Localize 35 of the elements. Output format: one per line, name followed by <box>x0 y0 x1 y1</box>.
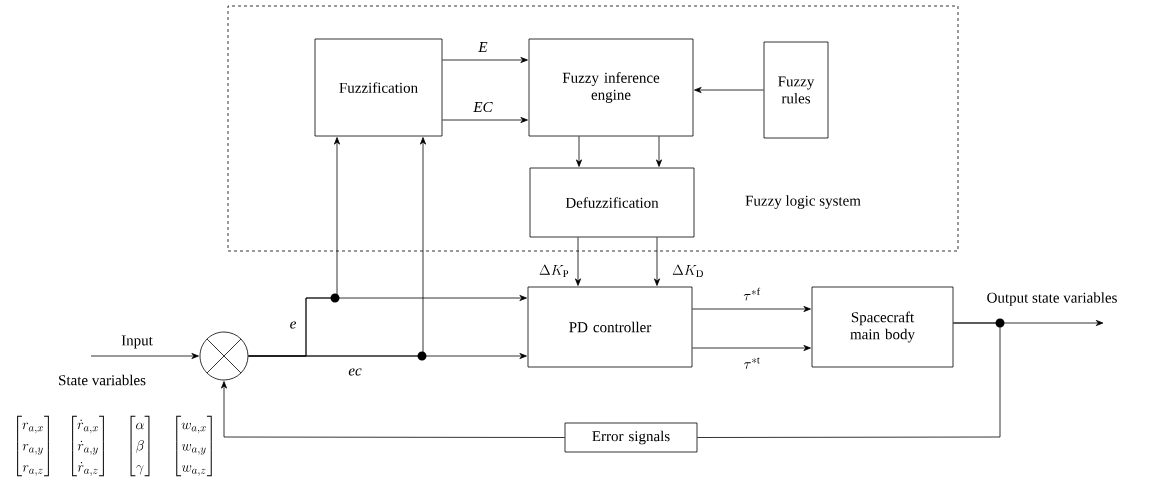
process-box: Fuzzification <box>314 38 443 137</box>
edge-label: Output state variables <box>985 291 1119 307</box>
process-box: Error signals <box>564 422 698 453</box>
edge-label: $\tau^{*\mathrm{f}}$ <box>742 286 762 302</box>
edge-label: Input <box>120 334 154 350</box>
edge-label: e <box>288 320 298 330</box>
process-box: Defuzzification <box>529 167 695 238</box>
arrow <box>248 353 527 359</box>
arrow <box>656 136 662 167</box>
arrow <box>694 87 764 93</box>
state-vector: $\begin{bmatrix} \dot{r}_{a,x}\\ \dot{r}_{a,y}\\ \dot{r}_{a,z}\end{bmatrix}$ <box>72 415 104 477</box>
process-box: Fuzzy rules <box>763 41 829 139</box>
text-label: State variables <box>59 374 146 386</box>
edge-label: $\Delta K_{\mathrm{D}}$ <box>671 264 705 278</box>
edge-label: $\tau^{*\mathrm{t}}$ <box>742 356 762 370</box>
edge-label: EC <box>472 100 494 114</box>
arrow <box>692 306 811 312</box>
summing-junction <box>199 331 249 381</box>
state-vector: $\begin{bmatrix} w_{a,x}\\ w_{a,y}\\ w_{a,z}\end{bmatrix}$ <box>176 415 212 477</box>
edge-label: E <box>477 41 489 53</box>
arrow <box>221 381 565 438</box>
state-vector: $\begin{bmatrix} \alpha\\ \beta\\ \gamma\end{bmatrix}$ <box>130 415 150 477</box>
state-vector: $\begin{bmatrix} r_{a,x}\\ r_{a,y}\\ r_{a,z}\end{bmatrix}$ <box>17 415 49 477</box>
process-box: Spacecraft main body <box>811 286 954 368</box>
arrow <box>442 117 528 123</box>
arrow <box>90 353 199 359</box>
arrow <box>692 345 811 351</box>
arrow <box>576 136 582 167</box>
process-box: PD controller <box>527 286 693 368</box>
process-box: Fuzzy inference engine <box>528 38 694 137</box>
edge-label: ec <box>347 367 363 377</box>
arrow <box>442 57 528 63</box>
edge-label: $\Delta K_{\mathrm{P}}$ <box>537 264 571 278</box>
arrow <box>654 237 660 286</box>
arrow <box>575 237 581 286</box>
